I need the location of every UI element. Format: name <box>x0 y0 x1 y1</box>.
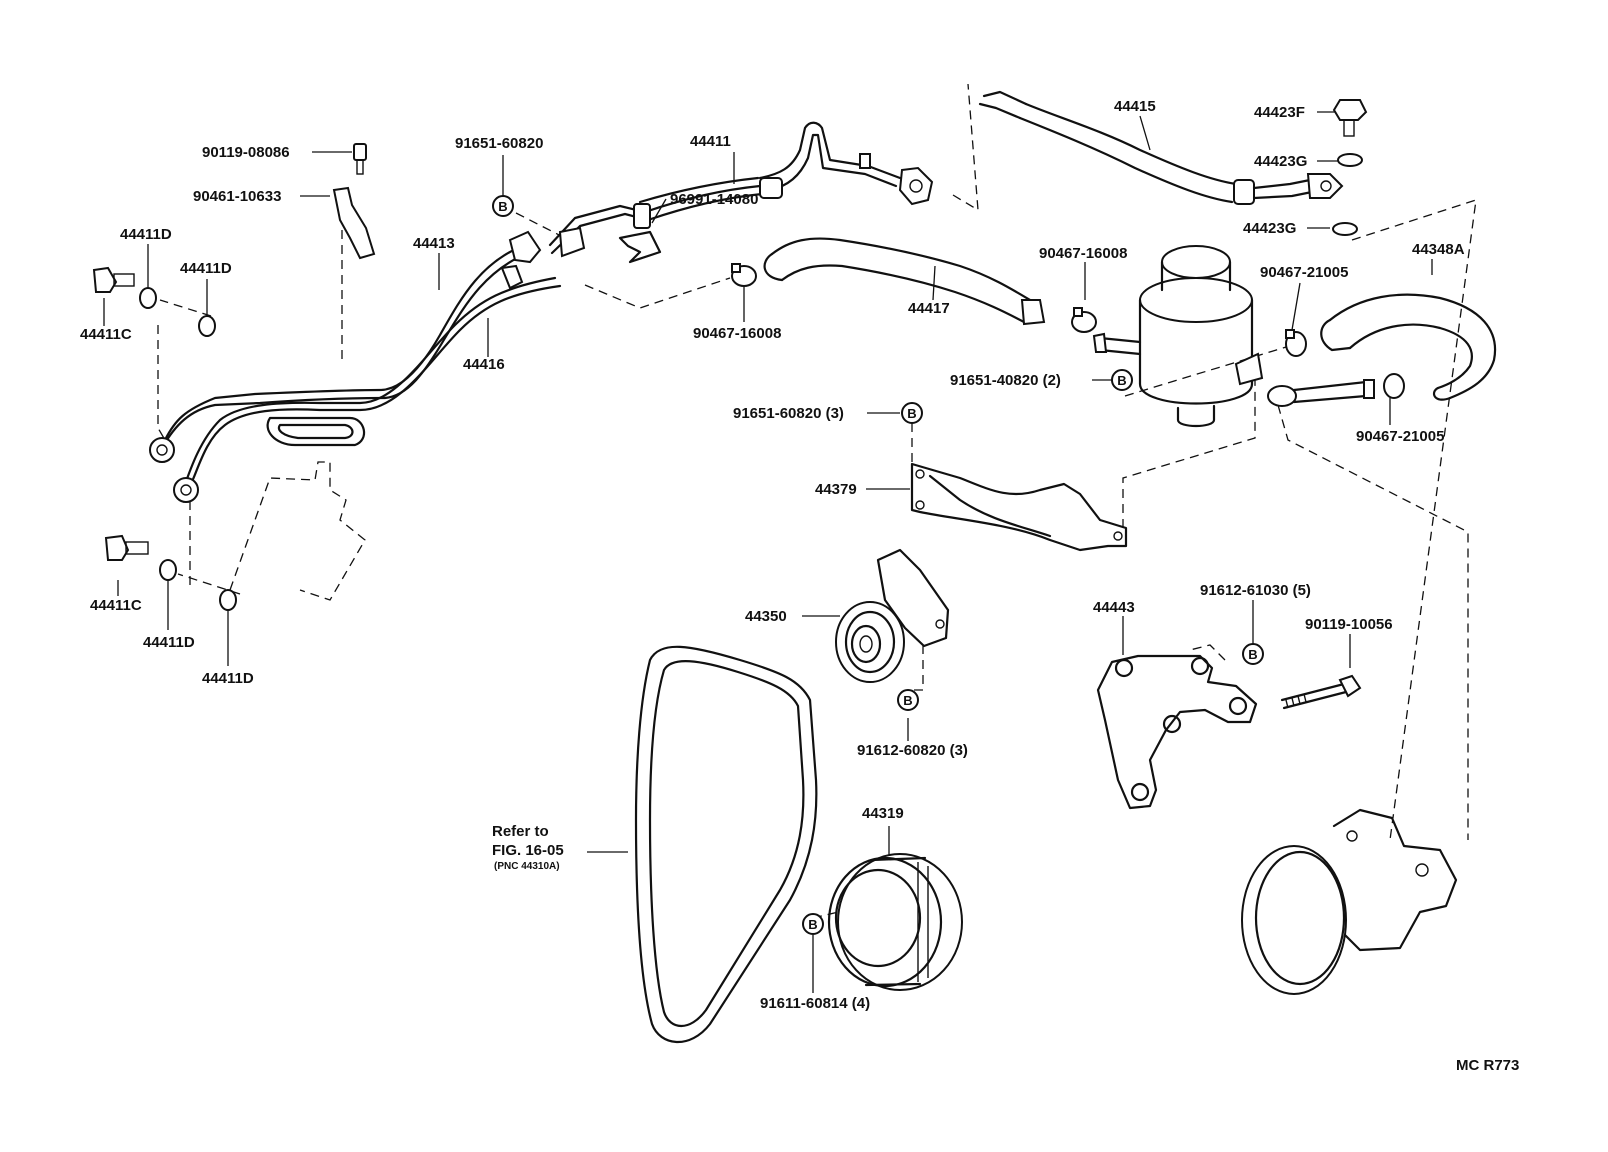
label-44350: 44350 <box>745 608 787 625</box>
label-44319: 44319 <box>862 805 904 822</box>
pump-bracket-44443 <box>1096 654 1258 810</box>
label-refer-fig: FIG. 16-05 <box>492 842 564 859</box>
label-90119-10056: 90119-10056 <box>1305 616 1393 633</box>
steering-gear-outline <box>229 461 366 601</box>
label-44417: 44417 <box>908 300 950 317</box>
b-marker-2: B <box>1111 369 1133 391</box>
label-44411: 44411 <box>690 133 731 150</box>
clamp-bracket-icon <box>332 186 376 260</box>
reservoir-bracket-44379 <box>910 462 1128 552</box>
hose-clamp-icon <box>1285 329 1307 357</box>
suction-hose-44348A <box>1320 293 1497 401</box>
label-90467-21005-b: 90467-21005 <box>1356 428 1444 445</box>
svg-text:B: B <box>903 693 912 708</box>
hose-clamp-icon <box>731 263 757 287</box>
label-refer-pnc: (PNC 44310A) <box>494 861 560 872</box>
assembly-dashed-lines <box>157 83 1477 919</box>
b-marker-1: B <box>492 195 514 217</box>
label-44423G-a: 44423G <box>1254 153 1307 170</box>
label-44348A: 44348A <box>1412 241 1465 258</box>
label-44415: 44415 <box>1114 98 1156 115</box>
label-44411D-c: 44411D <box>143 634 195 651</box>
gasket-icon <box>1337 153 1363 167</box>
gasket-icon <box>1332 222 1358 236</box>
label-90119-08086: 90119-08086 <box>202 144 290 161</box>
label-44379: 44379 <box>815 481 857 498</box>
b-markers: B B B B B B <box>492 195 1264 935</box>
return-hose-44415 <box>978 90 1344 205</box>
pressure-pipe-44411 <box>548 121 934 258</box>
b-marker-4: B <box>1242 643 1264 665</box>
label-91651-60820: 91651-60820 <box>455 135 543 152</box>
union-bolt-icon <box>92 266 135 293</box>
leader-lines <box>103 111 1433 993</box>
long-bolt-icon <box>1280 674 1362 710</box>
gasket-icon <box>198 315 216 337</box>
crankshaft-pulley-44319 <box>827 853 963 991</box>
gasket-icon <box>159 559 177 581</box>
svg-text:B: B <box>498 199 507 214</box>
label-91611-60814: 91611-60814 (4) <box>760 995 870 1012</box>
union-bolt-icon <box>104 534 149 561</box>
label-90461-10633: 90461-10633 <box>193 188 281 205</box>
b-marker-6: B <box>802 913 824 935</box>
label-90467-16008-b: 90467-16008 <box>693 325 781 342</box>
label-91612-61030: 91612-61030 (5) <box>1200 582 1311 599</box>
label-44411D-d: 44411D <box>202 670 254 687</box>
label-91651-60820-3: 91651-60820 (3) <box>733 405 844 422</box>
hose-clamp-icon <box>1071 307 1097 333</box>
gasket-icon <box>219 589 237 611</box>
label-44443: 44443 <box>1093 599 1135 616</box>
reservoir-tank <box>1092 245 1264 428</box>
suction-hose-44417 <box>763 237 1046 326</box>
label-90467-16008-a: 90467-16008 <box>1039 245 1127 262</box>
clip-icon <box>618 230 662 264</box>
return-pipe-short <box>1267 373 1405 407</box>
pressure-pipe-44413 <box>149 230 562 503</box>
power-steering-pump <box>1241 808 1458 995</box>
label-44411D-b: 44411D <box>180 260 232 277</box>
label-44411D-a: 44411D <box>120 226 172 243</box>
svg-text:B: B <box>1117 373 1126 388</box>
label-91612-60820: 91612-60820 (3) <box>857 742 968 759</box>
label-96991-14080: 96991-14080 <box>670 191 758 208</box>
svg-text:B: B <box>907 406 916 421</box>
label-44416: 44416 <box>463 356 505 373</box>
b-marker-5: B <box>897 689 919 711</box>
label-44423F: 44423F <box>1254 104 1305 121</box>
v-belt <box>634 645 818 1044</box>
svg-text:B: B <box>1248 647 1257 662</box>
label-44411C-b: 44411C <box>90 597 142 614</box>
gasket-icon <box>139 287 157 309</box>
label-refer-to: Refer to <box>492 823 549 840</box>
label-44411C-a: 44411C <box>80 326 132 343</box>
label-91651-40820: 91651-40820 (2) <box>950 372 1061 389</box>
label-44423G-b: 44423G <box>1243 220 1296 237</box>
label-diagram-code: MC R773 <box>1456 1057 1519 1074</box>
union-bolt-icon <box>1332 99 1368 137</box>
svg-text:B: B <box>808 917 817 932</box>
bolt-icon <box>353 143 367 175</box>
b-marker-3: B <box>901 402 923 424</box>
label-44413: 44413 <box>413 235 455 252</box>
label-90467-21005-a: 90467-21005 <box>1260 264 1348 281</box>
idler-pulley-44350 <box>835 548 950 683</box>
